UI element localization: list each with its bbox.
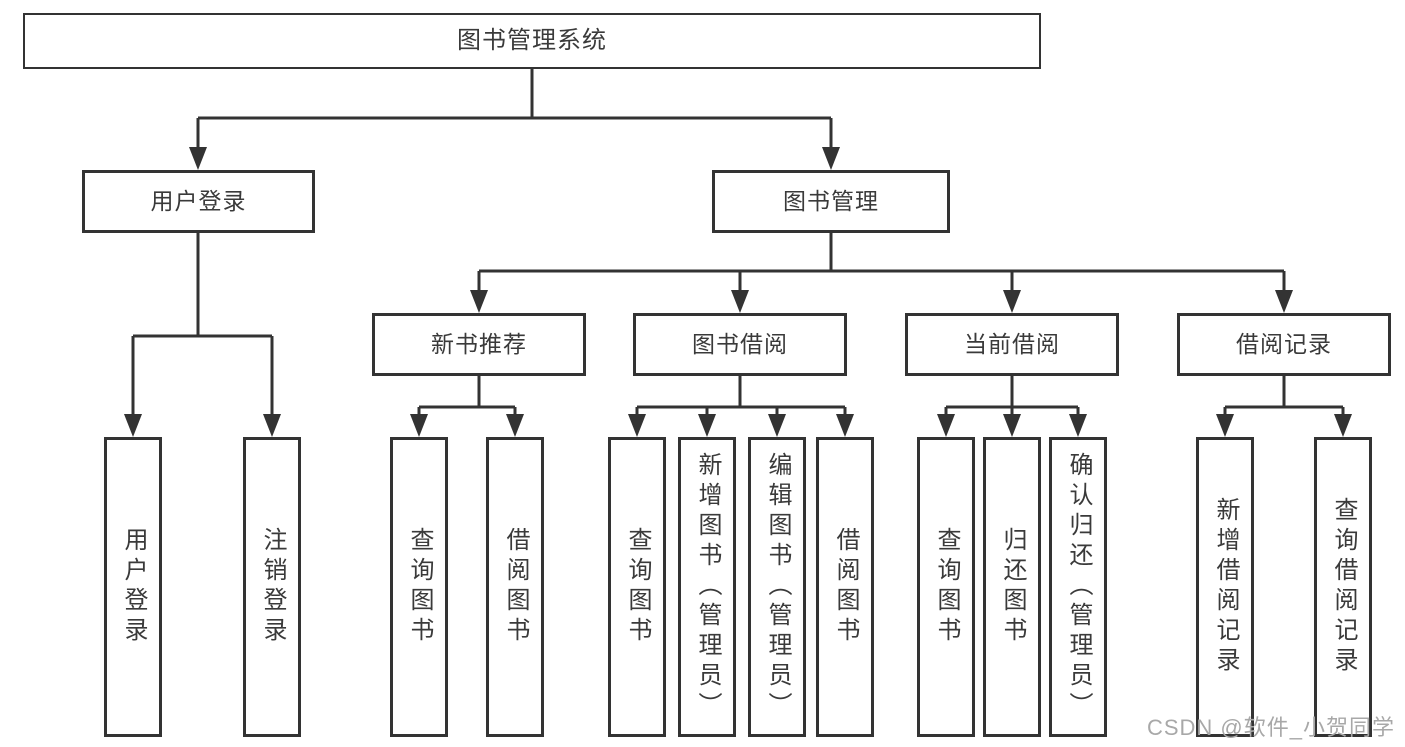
leaf-edit-book-admin: 编辑图书（管理员）	[748, 437, 806, 737]
node-new-book-recommend: 新书推荐	[372, 313, 586, 376]
node-book-borrowing: 图书借阅	[633, 313, 847, 376]
node-borrowing-records: 借阅记录	[1177, 313, 1391, 376]
leaf-user-login: 用户登录	[104, 437, 162, 737]
leaf-borrowing-query-books: 查询图书	[608, 437, 666, 737]
leaf-recommend-borrow-books: 借阅图书	[486, 437, 544, 737]
leaf-return-book: 归还图书	[983, 437, 1041, 737]
leaf-current-query-books: 查询图书	[917, 437, 975, 737]
leaf-add-book-admin: 新增图书（管理员）	[678, 437, 736, 737]
leaf-add-borrow-record: 新增借阅记录	[1196, 437, 1254, 737]
leaf-confirm-return-admin: 确认归还（管理员）	[1049, 437, 1107, 737]
branch-user-login: 用户登录	[82, 170, 315, 233]
csdn-watermark: CSDN @软件_小贺同学	[1146, 715, 1395, 740]
arrowheads	[124, 147, 1352, 437]
leaf-recommend-query-books: 查询图书	[390, 437, 448, 737]
leaf-borrowing-borrow-books: 借阅图书	[816, 437, 874, 737]
leaf-logout: 注销登录	[243, 437, 301, 737]
node-current-borrowing: 当前借阅	[905, 313, 1119, 376]
branch-book-management: 图书管理	[712, 170, 950, 233]
leaf-query-borrow-record: 查询借阅记录	[1314, 437, 1372, 737]
root-node-system-title: 图书管理系统	[23, 13, 1041, 69]
